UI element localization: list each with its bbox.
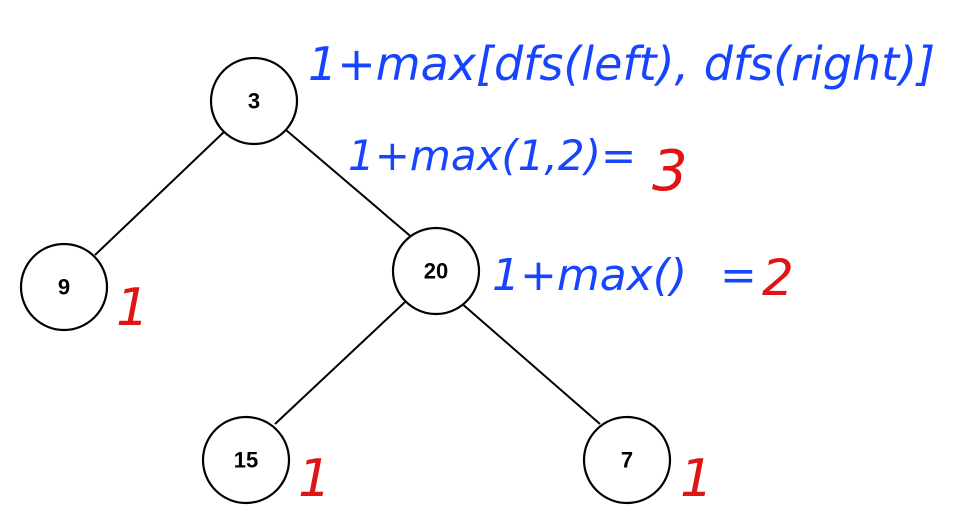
- node-label: 3: [248, 89, 260, 114]
- edge-20-15: [274, 301, 406, 425]
- node-circle: [582, 415, 672, 505]
- node-label: 15: [234, 448, 258, 473]
- tree-node-7: 7: [582, 415, 672, 505]
- node-label: 20: [424, 259, 448, 284]
- tree-node-15: 15: [201, 415, 291, 505]
- node-label: 7: [621, 448, 633, 473]
- node-circle: [19, 242, 109, 332]
- node-circle: [391, 226, 481, 316]
- tree-node-9: 9: [19, 242, 109, 332]
- root-depth-result: 3: [652, 139, 688, 204]
- leaf9-depth-annotation: 1: [116, 278, 149, 338]
- edge-3-9: [94, 129, 227, 256]
- leaf15-depth-annotation: 1: [298, 449, 331, 509]
- tree-node-20: 20: [391, 226, 481, 316]
- node-circle: [209, 56, 299, 146]
- leaf7-depth-annotation: 1: [680, 449, 713, 509]
- node20-depth-result: 2: [762, 249, 794, 307]
- node20-equals-annotation: =: [720, 250, 757, 301]
- root-eval-annotation: 1+max(1,2)=: [348, 131, 636, 180]
- tree-node-3: 3: [209, 56, 299, 146]
- edge-20-7: [459, 301, 601, 425]
- node-circle: [201, 415, 291, 505]
- node-label: 9: [58, 275, 70, 300]
- root-formula-annotation: 1+max[dfs(left), dfs(right)]: [308, 37, 935, 91]
- edge-3-20: [285, 129, 416, 241]
- node20-formula-annotation: 1+max(): [492, 250, 687, 301]
